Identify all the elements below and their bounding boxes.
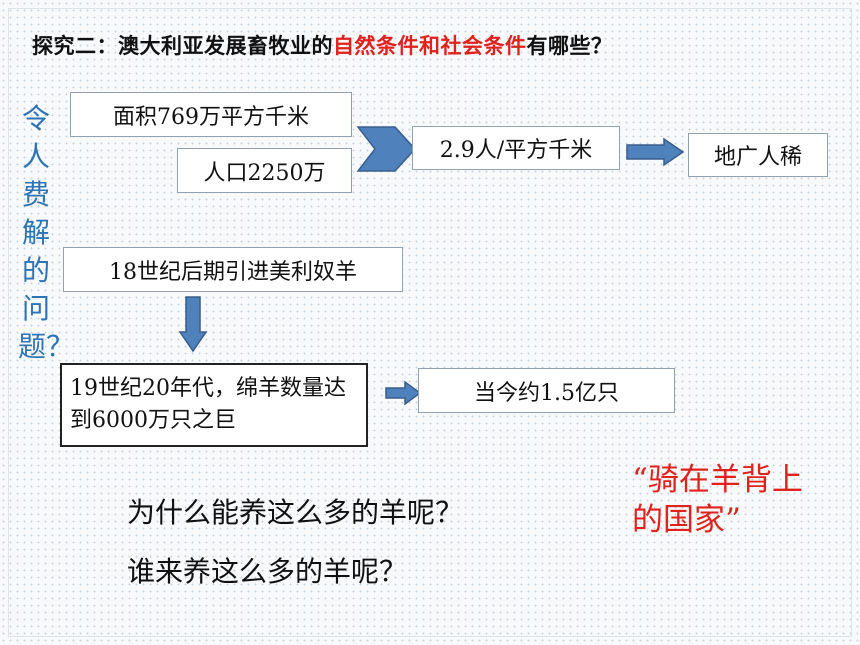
chevron-right-arrow-icon	[356, 126, 417, 172]
right-arrow-icon	[626, 137, 685, 167]
merino-box: 18世纪后期引进美利奴羊	[63, 247, 403, 292]
sparse-box: 地广人稀	[688, 133, 828, 177]
right-arrow-small-icon	[385, 380, 422, 406]
today-box: 当今约1.5亿只	[418, 368, 675, 413]
population-box: 人口2250万	[177, 148, 352, 193]
area-box: 面积769万平方千米	[70, 92, 352, 137]
density-box: 2.9人/平方千米	[412, 126, 620, 170]
slide-title: 探究二：澳大利亚发展畜牧业的自然条件和社会条件有哪些？	[32, 30, 613, 60]
question-2: 谁来养这么多的羊呢？	[127, 555, 408, 588]
slide-frame	[8, 8, 852, 637]
question-1: 为什么能养这么多的羊呢？	[127, 496, 464, 529]
sheep-1820-box: 19世纪20年代，绵羊数量达到6000万只之巨	[60, 363, 368, 447]
down-arrow-icon	[178, 296, 208, 353]
quote-text: “骑在羊背上的国家”	[632, 462, 803, 538]
title-highlight: 自然条件和社会条件	[333, 34, 527, 58]
title-part1: 探究二：澳大利亚发展畜牧业的	[32, 34, 333, 58]
title-part2: 有哪些？	[526, 34, 613, 58]
side-question: 令人费解的问题？	[18, 102, 75, 363]
